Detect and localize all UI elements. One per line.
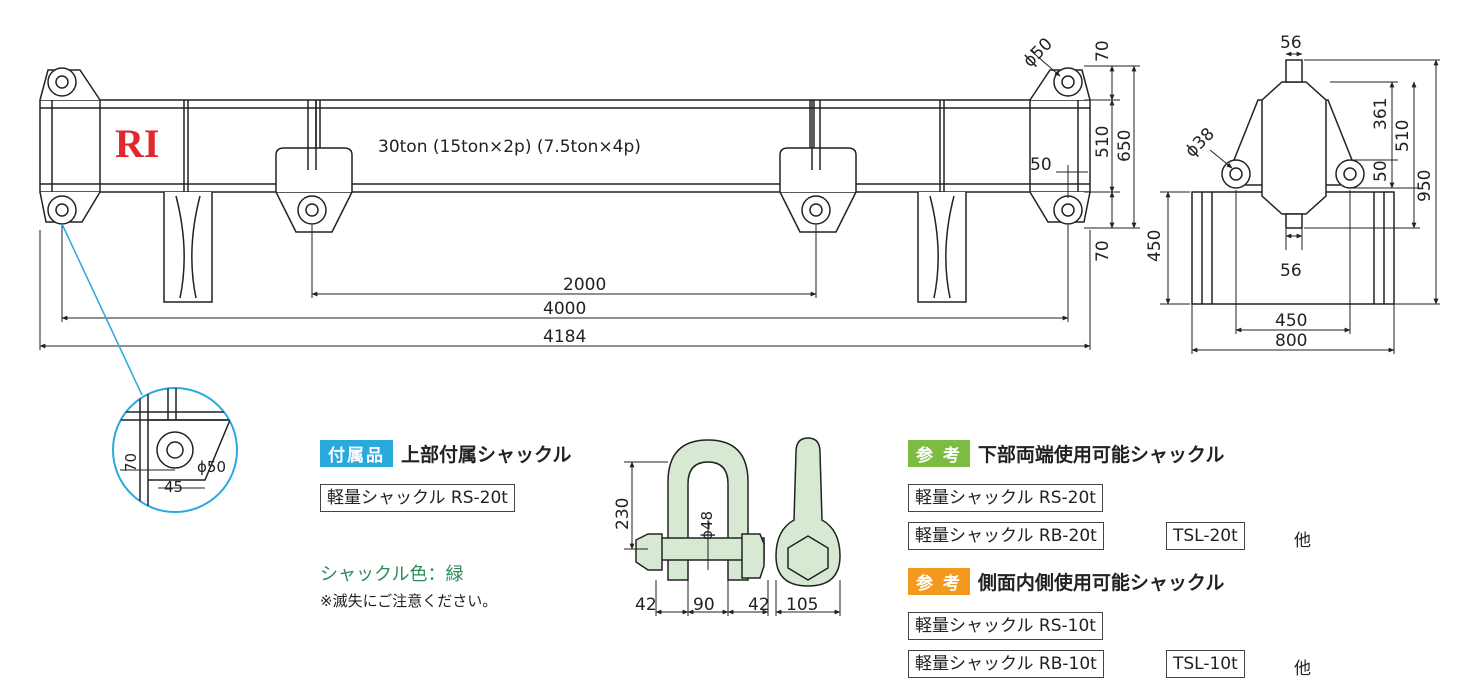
shackle-dim-90: 90 (693, 595, 715, 615)
shackle-dim-phi48: ϕ48 (698, 511, 716, 540)
loss-note: ※滅失にご注意ください。 (320, 592, 498, 610)
reference-side-item1: 軽量シャックル RS-10t (908, 612, 1103, 640)
dim-2000: 2000 (563, 275, 606, 295)
side-dimension-lines (1160, 51, 1440, 354)
dim-361: 361 (1371, 98, 1391, 130)
dim-450-width: 450 (1275, 311, 1307, 331)
side-view (1191, 59, 1395, 305)
reference-bottom-title: 下部両端使用可能シャックル (977, 444, 1225, 466)
dim-56-bottom: 56 (1280, 261, 1302, 281)
shackle-drawing (635, 437, 841, 587)
reference-bottom-item3: TSL-20t (1166, 522, 1245, 550)
front-view (39, 67, 1091, 303)
dim-4000: 4000 (543, 299, 586, 319)
dim-4184: 4184 (543, 327, 586, 347)
detail-leader-line (61, 223, 143, 396)
detail-dim-phi50: ϕ50 (197, 458, 226, 476)
shackle-dim-42-left: 42 (635, 595, 657, 615)
shackle-color-note: シャックル色：緑 (320, 564, 464, 585)
detail-dim-70: 70 (122, 453, 140, 472)
dim-70-top: 70 (1093, 40, 1113, 62)
accessory-tag: 付属品 (320, 440, 393, 467)
accessory-title: 上部付属シャックル (401, 444, 572, 466)
dim-side-50: 50 (1371, 160, 1391, 182)
capacity-label: 30ton (15ton×2p) (7.5ton×4p) (378, 137, 641, 157)
shackle-dim-42-right: 42 (748, 595, 770, 615)
reference-side-item2: 軽量シャックル RB-10t (908, 650, 1104, 678)
detail-dim-45: 45 (164, 478, 183, 496)
dim-lug-50: 50 (1030, 155, 1052, 175)
accessory-item: 軽量シャックル RS-20t (320, 484, 515, 512)
dim-800: 800 (1275, 331, 1307, 351)
dim-56-top: 56 (1280, 33, 1302, 53)
dim-450-height: 450 (1145, 230, 1165, 262)
reference-side-tag: 参 考 (908, 568, 970, 595)
reference-bottom-item2: 軽量シャックル RB-20t (908, 522, 1104, 550)
reference-bottom-item1: 軽量シャックル RS-20t (908, 484, 1103, 512)
dim-side-510: 510 (1393, 120, 1413, 152)
shackle-dim-230: 230 (613, 498, 633, 530)
dim-510: 510 (1093, 126, 1113, 158)
shackle-dim-105: 105 (786, 595, 818, 615)
reference-side-item3: TSL-10t (1166, 650, 1245, 678)
reference-bottom-heading: 参 考 下部両端使用可能シャックル (908, 440, 1224, 467)
reference-side-other: 他 (1294, 659, 1311, 679)
dim-950: 950 (1415, 170, 1435, 202)
dim-70-bottom: 70 (1093, 240, 1113, 262)
reference-side-heading: 参 考 側面内側使用可能シャックル (908, 568, 1224, 595)
accessory-heading: 付属品 上部付属シャックル (320, 440, 571, 467)
dim-650: 650 (1115, 130, 1135, 162)
shackle-dimension-lines (624, 461, 841, 616)
front-dimension-lines (39, 49, 1140, 350)
reference-side-title: 側面内側使用可能シャックル (977, 572, 1225, 594)
dim-phi50: ϕ50 (1019, 34, 1056, 71)
dim-phi38: ϕ38 (1181, 124, 1218, 161)
reference-bottom-tag: 参 考 (908, 440, 970, 467)
detail-view (112, 387, 238, 513)
company-logo: RI (115, 121, 159, 166)
reference-bottom-other: 他 (1294, 531, 1311, 551)
